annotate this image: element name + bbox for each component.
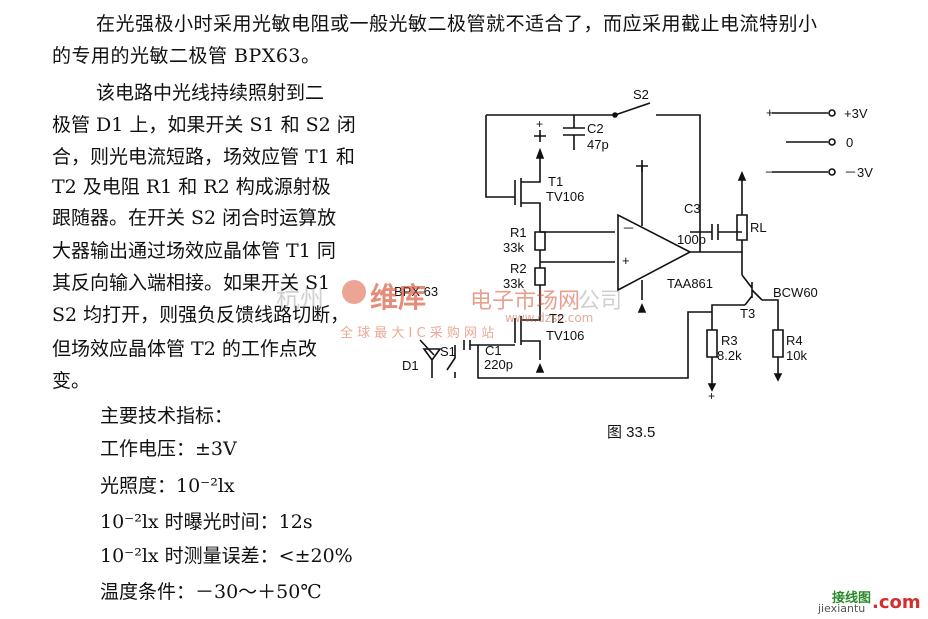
paragraph2-line: 极管 D1 上，如果开关 S1 和 S2 闭 — [52, 114, 356, 136]
rl-resistor — [736, 180, 748, 252]
watermark-url: www.dzsc.com — [505, 311, 594, 325]
r2-resistor — [534, 262, 546, 305]
label-t2: T2 — [549, 311, 564, 326]
label-opamp: TAA861 — [667, 276, 713, 291]
c1-capacitor — [463, 340, 515, 350]
spec-item: 10⁻²lx 时测量误差：<±20% — [100, 545, 353, 567]
c3-capacitor — [690, 224, 742, 252]
paragraph2-line: 其反向输入端相接。如果开关 S1 — [52, 272, 331, 294]
label-opamp-minus: － — [622, 221, 635, 236]
label-c1: C1 — [485, 343, 502, 358]
label-t3-part: BCW60 — [773, 285, 818, 300]
paragraph1-line2: 的专用的光敏二极管 BPX63。 — [52, 45, 321, 67]
label-r2: R2 — [510, 261, 527, 276]
watermark-slogan: 全 球 最 大 I C 采 购 网 站 — [340, 326, 495, 341]
paragraph2-line: 但场效应晶体管 T2 的工作点改 — [52, 338, 317, 360]
label-plus-top: + — [536, 117, 543, 131]
label-r4-value: 10k — [786, 348, 807, 363]
t2-fet — [514, 305, 541, 360]
label-plus3v: +3V — [844, 106, 868, 121]
s1-switch — [446, 345, 456, 378]
watermark-brand: 维库 — [370, 281, 427, 314]
label-c3-value: 100p — [677, 232, 706, 247]
label-zero: 0 — [846, 135, 853, 150]
paragraph2-line: 大器输出通过场效应晶体管 T1 同 — [52, 240, 336, 262]
watermark-logo-icon — [342, 280, 366, 304]
label-r2-value: 33k — [503, 276, 524, 291]
label-s2: S2 — [633, 87, 649, 102]
paragraph2-line: 变。 — [52, 370, 91, 392]
label-opamp-plus: + — [622, 253, 630, 268]
spec-item: 10⁻²lx 时曝光时间：12s — [100, 511, 313, 533]
label-r3: R3 — [721, 333, 738, 348]
label-r1: R1 — [510, 225, 527, 240]
spec-item: 光照度：10⁻²lx — [100, 475, 235, 497]
left-loop-wire — [485, 115, 515, 198]
label-plus-bottom-r3: + — [708, 389, 715, 403]
label-c1-value: 220p — [484, 357, 513, 372]
opamp-triangle — [617, 213, 692, 292]
corner-watermark-url: jiexiantu — [818, 602, 866, 615]
paragraph2-line: 跟随器。在开关 S2 闭合时运算放 — [52, 207, 337, 229]
label-r4: R4 — [786, 333, 803, 348]
label-t1-part: TV106 — [546, 189, 584, 204]
paragraph2-line: 合，则光电流短路，场效应管 T1 和 — [52, 146, 355, 168]
label-minus3v: －3V — [844, 165, 873, 180]
label-d1: D1 — [402, 358, 419, 373]
label-supply-minus-sign: － — [764, 165, 777, 180]
label-supply-plus-sign: + — [766, 105, 774, 120]
s2-switch — [614, 102, 651, 116]
specs-heading: 主要技术指标： — [100, 405, 234, 427]
label-c2-value: 47p — [587, 137, 609, 152]
t3-emitter-wire — [711, 299, 779, 320]
figure-caption: 图 33.5 — [607, 424, 655, 441]
bottom-return-wire — [477, 311, 712, 379]
paragraph2-line: T2 及电阻 R1 和 R2 构成源射极 — [52, 176, 331, 198]
label-s1: S1 — [440, 344, 456, 359]
watermark-city: 杭州 — [276, 285, 324, 313]
label-r1-value: 33k — [503, 240, 524, 255]
paragraph2-line: 该电路中光线持续照射到二 — [96, 82, 325, 104]
corner-watermark-cn: 接线图 — [832, 591, 872, 606]
label-t3: T3 — [740, 306, 755, 321]
label-bpx63: BPX 63 — [394, 284, 438, 299]
t1-fet — [514, 150, 541, 225]
s2-feedback-wire — [486, 114, 701, 232]
c2-capacitor — [563, 115, 585, 150]
t3-transistor — [741, 274, 763, 306]
spec-item: 温度条件：－30～＋50℃ — [100, 581, 322, 603]
label-t1: T1 — [548, 174, 563, 189]
bpx63-photodiode — [419, 339, 442, 378]
paragraph2-line: S2 均打开，则强负反馈线路切断， — [52, 304, 350, 326]
watermark-company: 公司 — [578, 289, 623, 314]
corner-watermark-com: .com — [872, 592, 921, 613]
label-t2-part: TV106 — [546, 328, 584, 343]
spec-item: 工作电压：±3V — [100, 438, 237, 460]
label-c3: C3 — [684, 201, 701, 216]
label-r3-value: 8.2k — [717, 348, 742, 363]
paragraph1-line1: 在光强极小时采用光敏电阻或一般光敏二极管就不适合了，而应采用截止电流特别小 — [96, 13, 818, 35]
label-rl: RL — [750, 220, 767, 235]
label-c2: C2 — [587, 121, 604, 136]
watermark-site-cn: 电子市场网 — [470, 289, 581, 314]
